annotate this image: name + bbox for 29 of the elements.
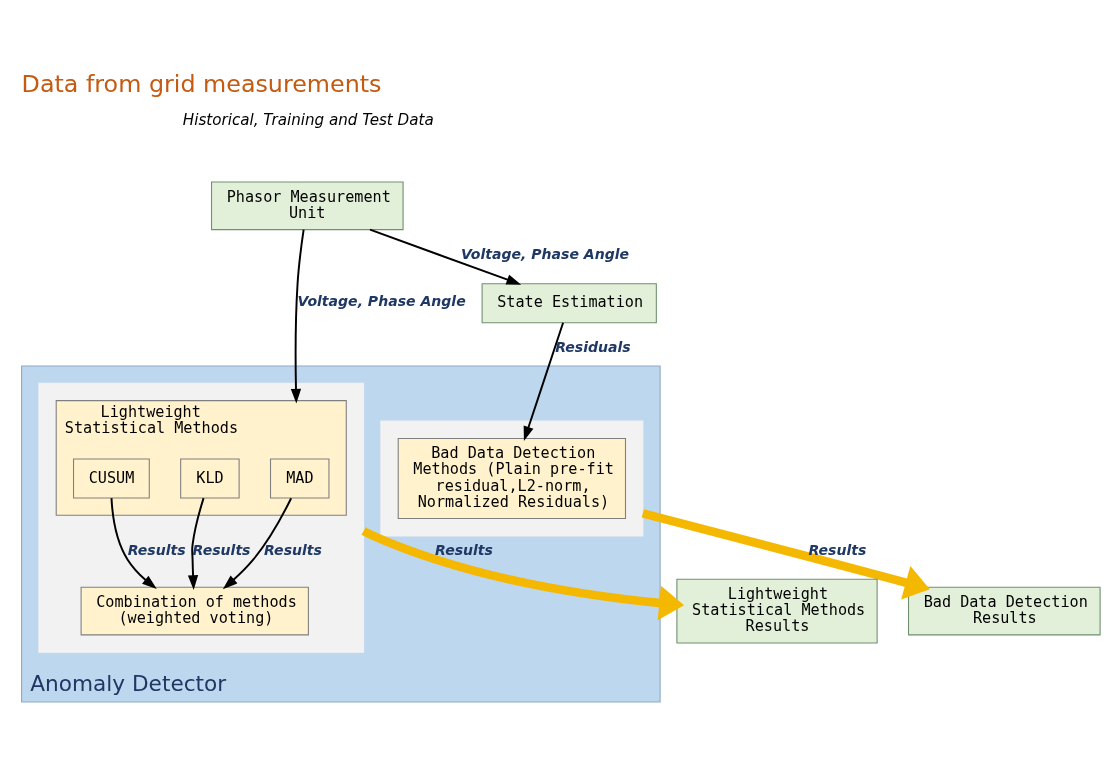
arrow bbox=[110, 497, 157, 590]
edge-label: Results bbox=[435, 541, 493, 558]
edge-label: Results bbox=[264, 541, 322, 558]
edge-label: Residuals bbox=[555, 339, 631, 356]
arrow bbox=[290, 228, 305, 404]
node-box: State Estimation bbox=[481, 283, 657, 324]
arrow bbox=[361, 527, 685, 621]
edge-label: Results bbox=[192, 541, 251, 558]
node-box: Bad Data Detection Results bbox=[908, 586, 1101, 636]
arrow bbox=[641, 509, 930, 600]
arrow bbox=[523, 321, 565, 442]
cluster bbox=[380, 420, 644, 537]
edge-label: Results bbox=[808, 541, 867, 558]
edge-label: Results bbox=[127, 541, 186, 558]
node-box: Lightweight Statistical Methods Results bbox=[676, 578, 878, 644]
arrow bbox=[222, 497, 293, 590]
diagram-title: Data from grid measurements bbox=[21, 69, 382, 98]
node-box: Combination of methods (weighted voting) bbox=[80, 586, 309, 636]
node-box: MAD bbox=[269, 458, 330, 499]
edge-label: Voltage, Phase Angle bbox=[460, 246, 630, 263]
node-box: Bad Data Detection Methods (Plain pre-fit residual,L2-norm, Normalized Residuals) bbox=[397, 437, 627, 520]
node-box: KLD bbox=[180, 458, 240, 499]
arrow bbox=[187, 497, 205, 590]
node-box: Phasor Measurement Unit bbox=[211, 181, 404, 231]
cluster bbox=[38, 382, 365, 653]
edge-label: Voltage, Phase Angle bbox=[297, 292, 466, 309]
arrow bbox=[369, 228, 522, 285]
label: Historical, Training and Test Data bbox=[182, 111, 434, 130]
node-box: CUSUM bbox=[73, 458, 150, 499]
